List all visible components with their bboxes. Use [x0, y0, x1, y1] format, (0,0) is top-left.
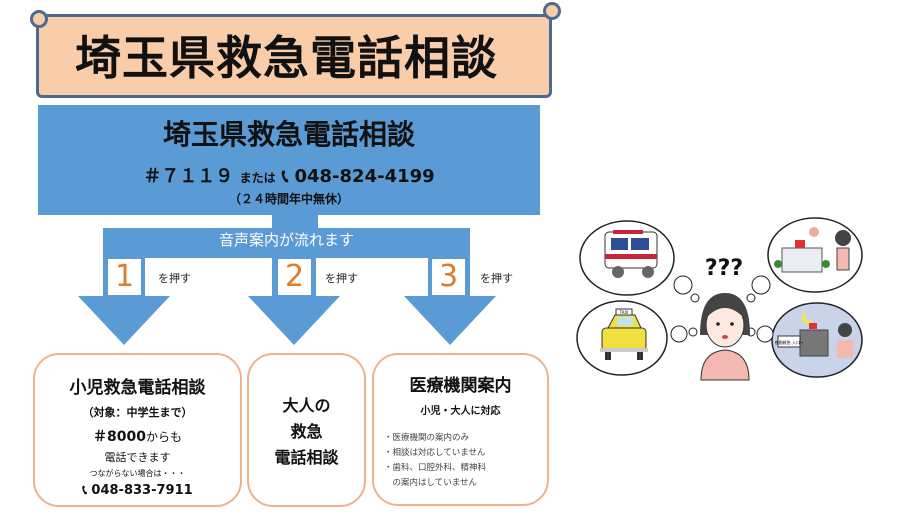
- pediatric-card: 小児救急電話相談 （対象：中学生まで） ＃8000からも 電話できます つながら…: [33, 353, 242, 507]
- main-title: 埼玉県救急電話相談: [162, 118, 415, 151]
- voice-guide-text: 音声案内が流れます: [218, 231, 354, 249]
- option-number-2: 2: [278, 259, 311, 295]
- flow-stem: [272, 215, 318, 229]
- thought-bubbles: [670, 275, 774, 343]
- medical-title: 医療機関案内: [409, 376, 512, 396]
- medical-note: の案内はしていません: [384, 478, 478, 488]
- arrow-head-2: [248, 296, 340, 345]
- taxi-sign: TAXI: [619, 310, 629, 315]
- medical-subtitle: 小児・大人に対応: [420, 406, 501, 417]
- hours-text: （２４時間年中無休）: [228, 192, 349, 206]
- medical-note: ・歯科、口腔外科、精神科: [384, 463, 487, 473]
- scroll-curl-right: [543, 2, 561, 20]
- pediatric-phone[interactable]: 048-833-7911: [91, 483, 193, 498]
- pediatric-target: （対象：中学生まで）: [82, 406, 193, 419]
- ambulance-bubble: [579, 220, 675, 296]
- taxi-bubble: TAXI: [576, 300, 668, 376]
- flow-arrows: [78, 296, 496, 345]
- main-phone-number[interactable]: 048-824-4199: [294, 166, 435, 187]
- arrow-head-3: [404, 296, 496, 345]
- option-label-3: を押す: [480, 272, 513, 285]
- adult-line: 大人の: [282, 396, 331, 415]
- night-entrance-sign: 夜間救急 入口→: [775, 339, 804, 345]
- voice-guide-band: [103, 228, 470, 258]
- night-hospital-bubble: 夜間救急 入口→: [771, 302, 863, 378]
- option-label-1: を押す: [158, 272, 191, 285]
- question-marks: ???: [705, 256, 743, 281]
- adult-card: 大人の 救急 電話相談: [247, 353, 366, 507]
- medical-note: ・医療機関の案内のみ: [384, 433, 470, 443]
- option-number-3: 3: [432, 259, 465, 295]
- scroll-curl-left: [30, 10, 48, 28]
- worried-person-illustration: TAXI 夜間救急 入口→ ???: [576, 217, 863, 381]
- or-label: または: [239, 171, 276, 185]
- adult-line: 救急: [290, 422, 323, 441]
- main-phone-line: ＃７１１９ または 📞︎ 048-824-4199: [38, 162, 540, 188]
- option-label-2: を押す: [325, 272, 358, 285]
- phone-icon: 📞︎: [82, 483, 87, 498]
- pediatric-alt-suffix: からも: [145, 430, 182, 444]
- pediatric-fallback-note: つながらない場合は・・・: [89, 469, 186, 478]
- medical-guide-card: 医療機関案内 小児・大人に対応 ・医療機関の案内のみ ・相談は対応していません …: [372, 353, 549, 506]
- option-number-1: 1: [108, 259, 141, 295]
- title-banner: [36, 14, 552, 98]
- banner-title: 埼玉県救急電話相談: [75, 31, 498, 85]
- short-number: ＃７１１９: [143, 166, 234, 187]
- phone-icon: 📞︎: [281, 166, 289, 187]
- pediatric-callable: 電話できます: [104, 451, 171, 464]
- main-info-box: [38, 105, 540, 215]
- medical-note: ・相談は対応していません: [384, 448, 486, 458]
- worried-woman: [700, 293, 750, 381]
- pediatric-title: 小児救急電話相談: [69, 378, 206, 398]
- pediatric-alt-number: ＃8000: [93, 429, 146, 445]
- hospital-bubble: [767, 217, 863, 293]
- arrow-head-1: [78, 296, 170, 345]
- adult-line: 電話相談: [274, 448, 339, 467]
